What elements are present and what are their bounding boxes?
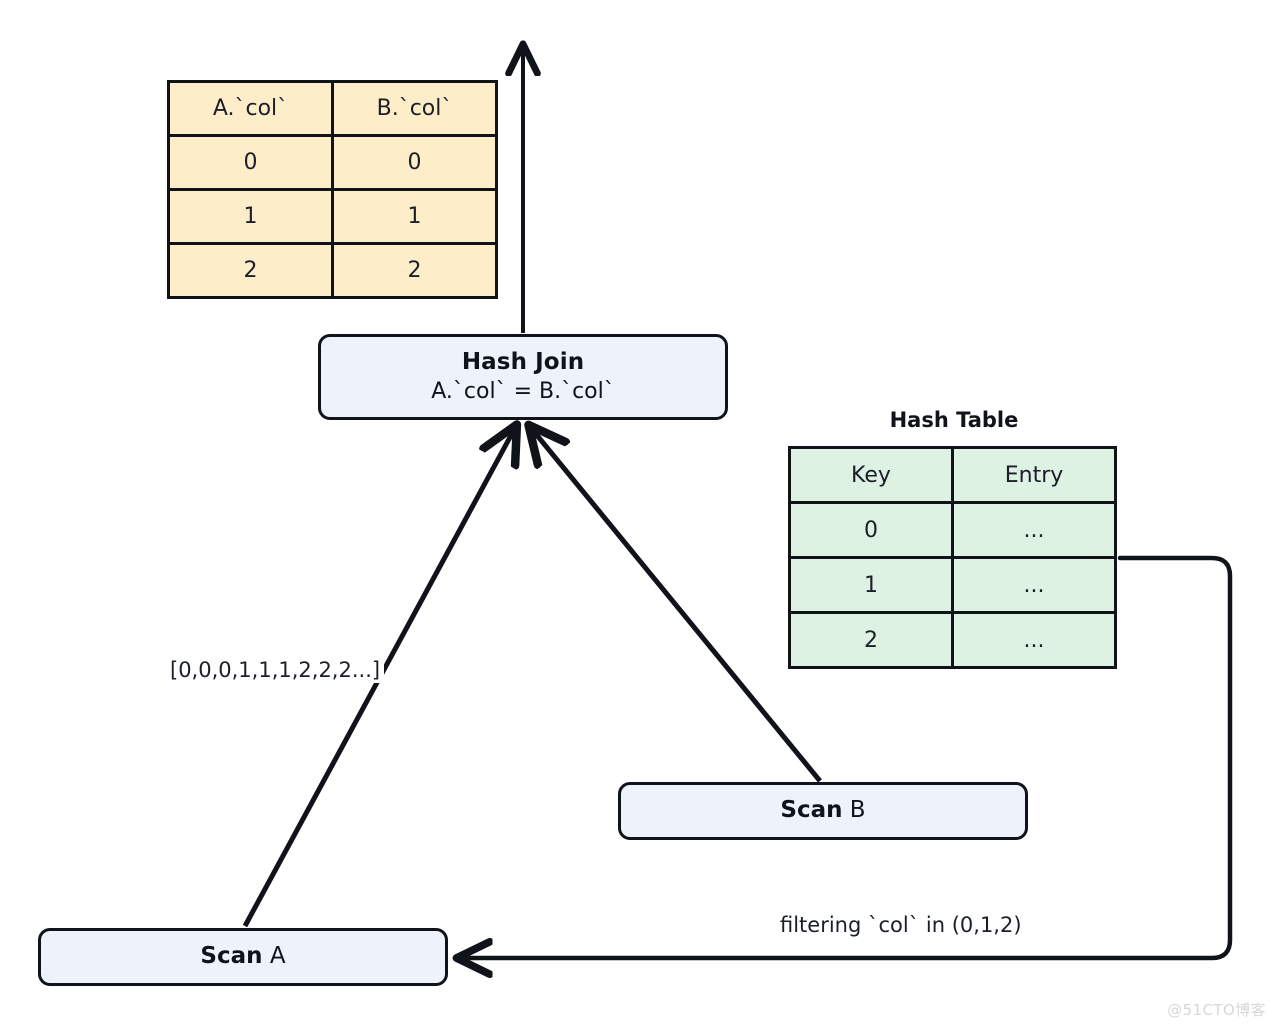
node-scan-b[interactable]: Scan B (618, 782, 1028, 840)
hash-table-cell: ... (951, 501, 1117, 559)
table-header-row: Key Entry (788, 446, 1117, 504)
edge-scan-b-to-hash-join (531, 428, 822, 783)
table-header-row: A.`col` B.`col` (167, 80, 498, 137)
scan-b-operator: Scan (780, 797, 843, 824)
hash-table-header-entry: Entry (951, 446, 1117, 504)
scan-a-operator: Scan (200, 943, 263, 970)
result-table-cell: 2 (331, 242, 498, 299)
result-table-header-b: B.`col` (331, 80, 498, 137)
scan-a-label: Scan A (200, 942, 285, 971)
result-table-header-a: A.`col` (167, 80, 334, 137)
hash-table-cell: ... (951, 611, 1117, 669)
table-row: 1 1 (167, 188, 498, 245)
hash-join-title: Hash Join (461, 349, 585, 376)
node-hash-join[interactable]: Hash Join A.`col` = B.`col` (318, 334, 728, 420)
result-table-cell: 0 (331, 134, 498, 191)
hash-table-header-key: Key (788, 446, 954, 504)
table-row: 1 ... (788, 556, 1117, 614)
scan-a-relation: A (262, 943, 286, 970)
hash-table-title: Hash Table (889, 408, 1019, 432)
watermark: @51CTO博客 (1167, 1001, 1266, 1019)
node-scan-a[interactable]: Scan A (38, 928, 448, 986)
hash-join-condition: A.`col` = B.`col` (431, 378, 615, 404)
edge-label-runtime-filter: filtering `col` in (0,1,2) (776, 912, 1026, 938)
result-table-cell: 0 (167, 134, 334, 191)
table-row: 0 0 (167, 134, 498, 191)
result-table-cell: 1 (167, 188, 334, 245)
scan-b-relation: B (842, 797, 866, 824)
hash-table-cell: ... (951, 556, 1117, 614)
table-row: 2 ... (788, 611, 1117, 669)
hash-table-cell: 2 (788, 611, 954, 669)
result-table-cell: 2 (167, 242, 334, 299)
scan-b-label: Scan B (780, 796, 865, 825)
hash-table-cell: 1 (788, 556, 954, 614)
edge-label-probe-stream: [0,0,0,1,1,1,2,2,2...] (166, 657, 385, 683)
hash-table: Key Entry 0 ... 1 ... 2 ... (788, 446, 1117, 669)
result-table-cell: 1 (331, 188, 498, 245)
table-row: 2 2 (167, 242, 498, 299)
result-table: A.`col` B.`col` 0 0 1 1 2 2 (167, 80, 498, 299)
hash-table-cell: 0 (788, 501, 954, 559)
table-row: 0 ... (788, 501, 1117, 559)
